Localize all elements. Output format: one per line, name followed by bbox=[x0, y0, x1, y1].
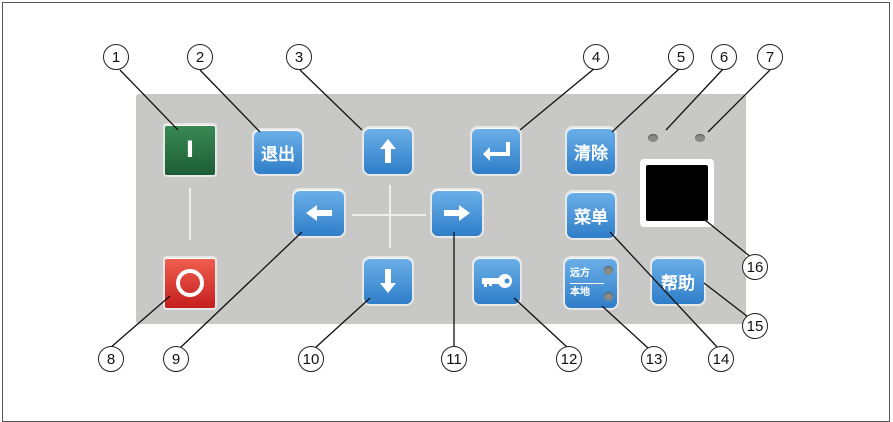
callout-11: 11 bbox=[441, 346, 467, 372]
callout-4: 4 bbox=[583, 44, 609, 70]
enter-button[interactable] bbox=[472, 128, 520, 174]
local-label: 本地 bbox=[570, 286, 590, 298]
start-bar-icon: I bbox=[185, 137, 195, 163]
remote-led bbox=[604, 266, 613, 275]
start-button[interactable]: I bbox=[165, 125, 215, 175]
callout-1: 1 bbox=[103, 44, 129, 70]
led-indicator-7 bbox=[695, 134, 705, 142]
clear-button[interactable]: 清除 bbox=[567, 128, 615, 174]
lcd-display bbox=[640, 159, 714, 227]
callout-7: 7 bbox=[757, 44, 783, 70]
arrow-left-icon bbox=[306, 205, 332, 221]
callout-8: 8 bbox=[98, 346, 124, 372]
stop-ring-icon bbox=[176, 269, 204, 297]
remote-local-button[interactable]: 远方 本地 bbox=[565, 258, 617, 308]
help-button[interactable]: 帮助 bbox=[652, 258, 704, 304]
key-button[interactable] bbox=[474, 258, 520, 304]
exit-button[interactable]: 退出 bbox=[254, 130, 302, 174]
arrow-up-icon bbox=[380, 139, 396, 163]
exit-label: 退出 bbox=[261, 144, 295, 165]
callout-5: 5 bbox=[668, 44, 694, 70]
callout-10: 10 bbox=[298, 346, 324, 372]
local-led bbox=[604, 292, 613, 301]
callout-15: 15 bbox=[742, 313, 768, 339]
stop-button[interactable] bbox=[165, 258, 215, 308]
remote-local-divider bbox=[570, 282, 604, 284]
callout-13: 13 bbox=[641, 346, 667, 372]
enter-return-icon bbox=[483, 142, 510, 161]
down-button[interactable] bbox=[364, 258, 412, 304]
clear-label: 清除 bbox=[574, 143, 608, 164]
left-button[interactable] bbox=[294, 190, 344, 236]
menu-label: 菜单 bbox=[574, 207, 608, 228]
callout-3: 3 bbox=[286, 44, 312, 70]
arrow-down-icon bbox=[380, 269, 396, 293]
right-button[interactable] bbox=[432, 190, 482, 236]
arrow-right-icon bbox=[444, 205, 470, 221]
lcd-screen bbox=[646, 165, 708, 221]
callout-6: 6 bbox=[711, 44, 737, 70]
menu-button[interactable]: 菜单 bbox=[567, 192, 615, 238]
help-label: 帮助 bbox=[661, 273, 695, 294]
callout-2: 2 bbox=[187, 44, 213, 70]
led-indicator-6 bbox=[648, 134, 658, 142]
key-icon bbox=[482, 274, 512, 288]
callout-9: 9 bbox=[163, 346, 189, 372]
callout-16: 16 bbox=[742, 254, 768, 280]
up-button[interactable] bbox=[364, 128, 412, 174]
callout-14: 14 bbox=[708, 346, 734, 372]
remote-label: 远方 bbox=[570, 267, 590, 279]
callout-12: 12 bbox=[556, 346, 582, 372]
